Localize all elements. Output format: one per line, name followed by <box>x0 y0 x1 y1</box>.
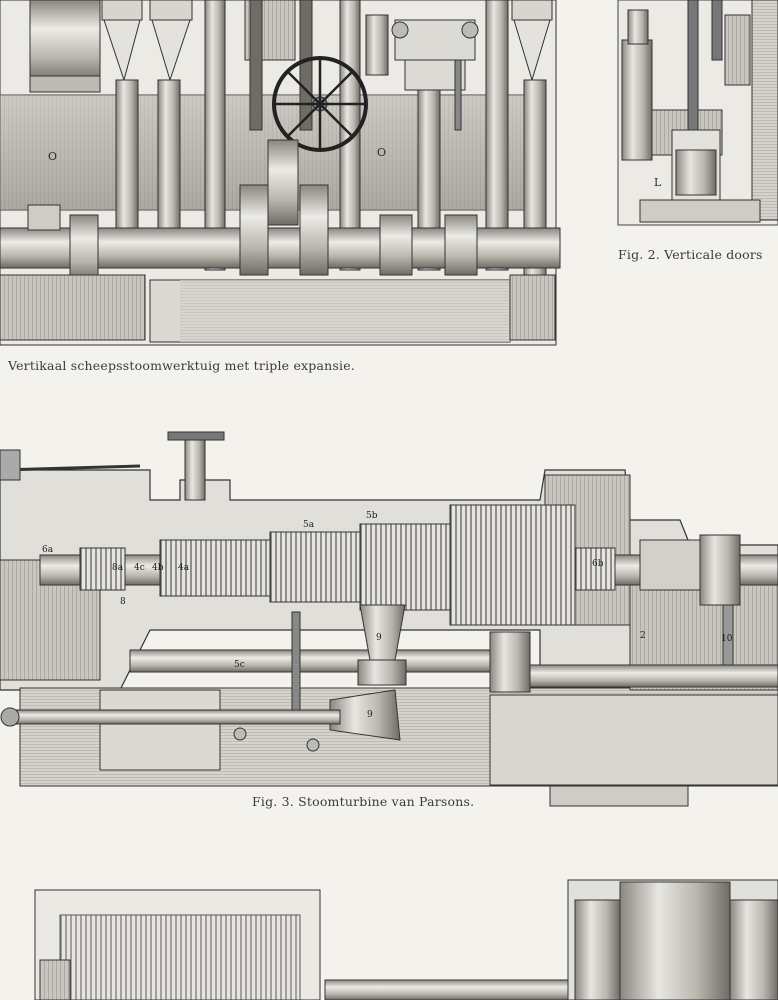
fig1-label-o-left: O <box>48 150 57 163</box>
fig3-label-6a: 6a <box>42 545 54 555</box>
fig3-label-5b: 5b <box>366 511 378 521</box>
fig1-label-o-right: O <box>377 146 386 159</box>
fig3-label-4a: 4a <box>178 563 190 573</box>
hand-wheel <box>272 56 368 152</box>
fig3-parsons-turbine: 6a 8a 4c 4b 4a 8 5a 5b 5c 9 9 6b 2 10 <box>0 431 778 807</box>
fig3-label-6b: 6b <box>592 559 604 569</box>
fig3-label-8: 8 <box>120 597 126 607</box>
fig3-label-9-lower: 9 <box>367 710 373 720</box>
fig2-caption: Fig. 2. Verticale doors <box>618 247 763 262</box>
fig3-label-8a: 8a <box>112 563 124 573</box>
fig3-label-5a: 5a <box>303 520 315 530</box>
fig3-label-5c: 5c <box>234 660 245 670</box>
fig4-partial-turbine <box>34 879 778 1000</box>
fig3-label-4b: 4b <box>152 563 164 573</box>
fig2-label-l: L <box>654 176 662 189</box>
fig2-vertical-section: L <box>617 0 778 226</box>
fig3-caption: Fig. 3. Stoomturbine van Parsons. <box>252 794 475 809</box>
fig3-label-2: 2 <box>640 631 646 641</box>
fig3-label-10: 10 <box>721 634 733 644</box>
fig3-label-9-upper: 9 <box>376 633 382 643</box>
fig1-triple-expansion-engine: O O <box>0 0 561 346</box>
fig3-label-4c: 4c <box>134 563 145 573</box>
fig1-caption: Vertikaal scheepsstoomwerktuig met tripl… <box>8 358 355 373</box>
